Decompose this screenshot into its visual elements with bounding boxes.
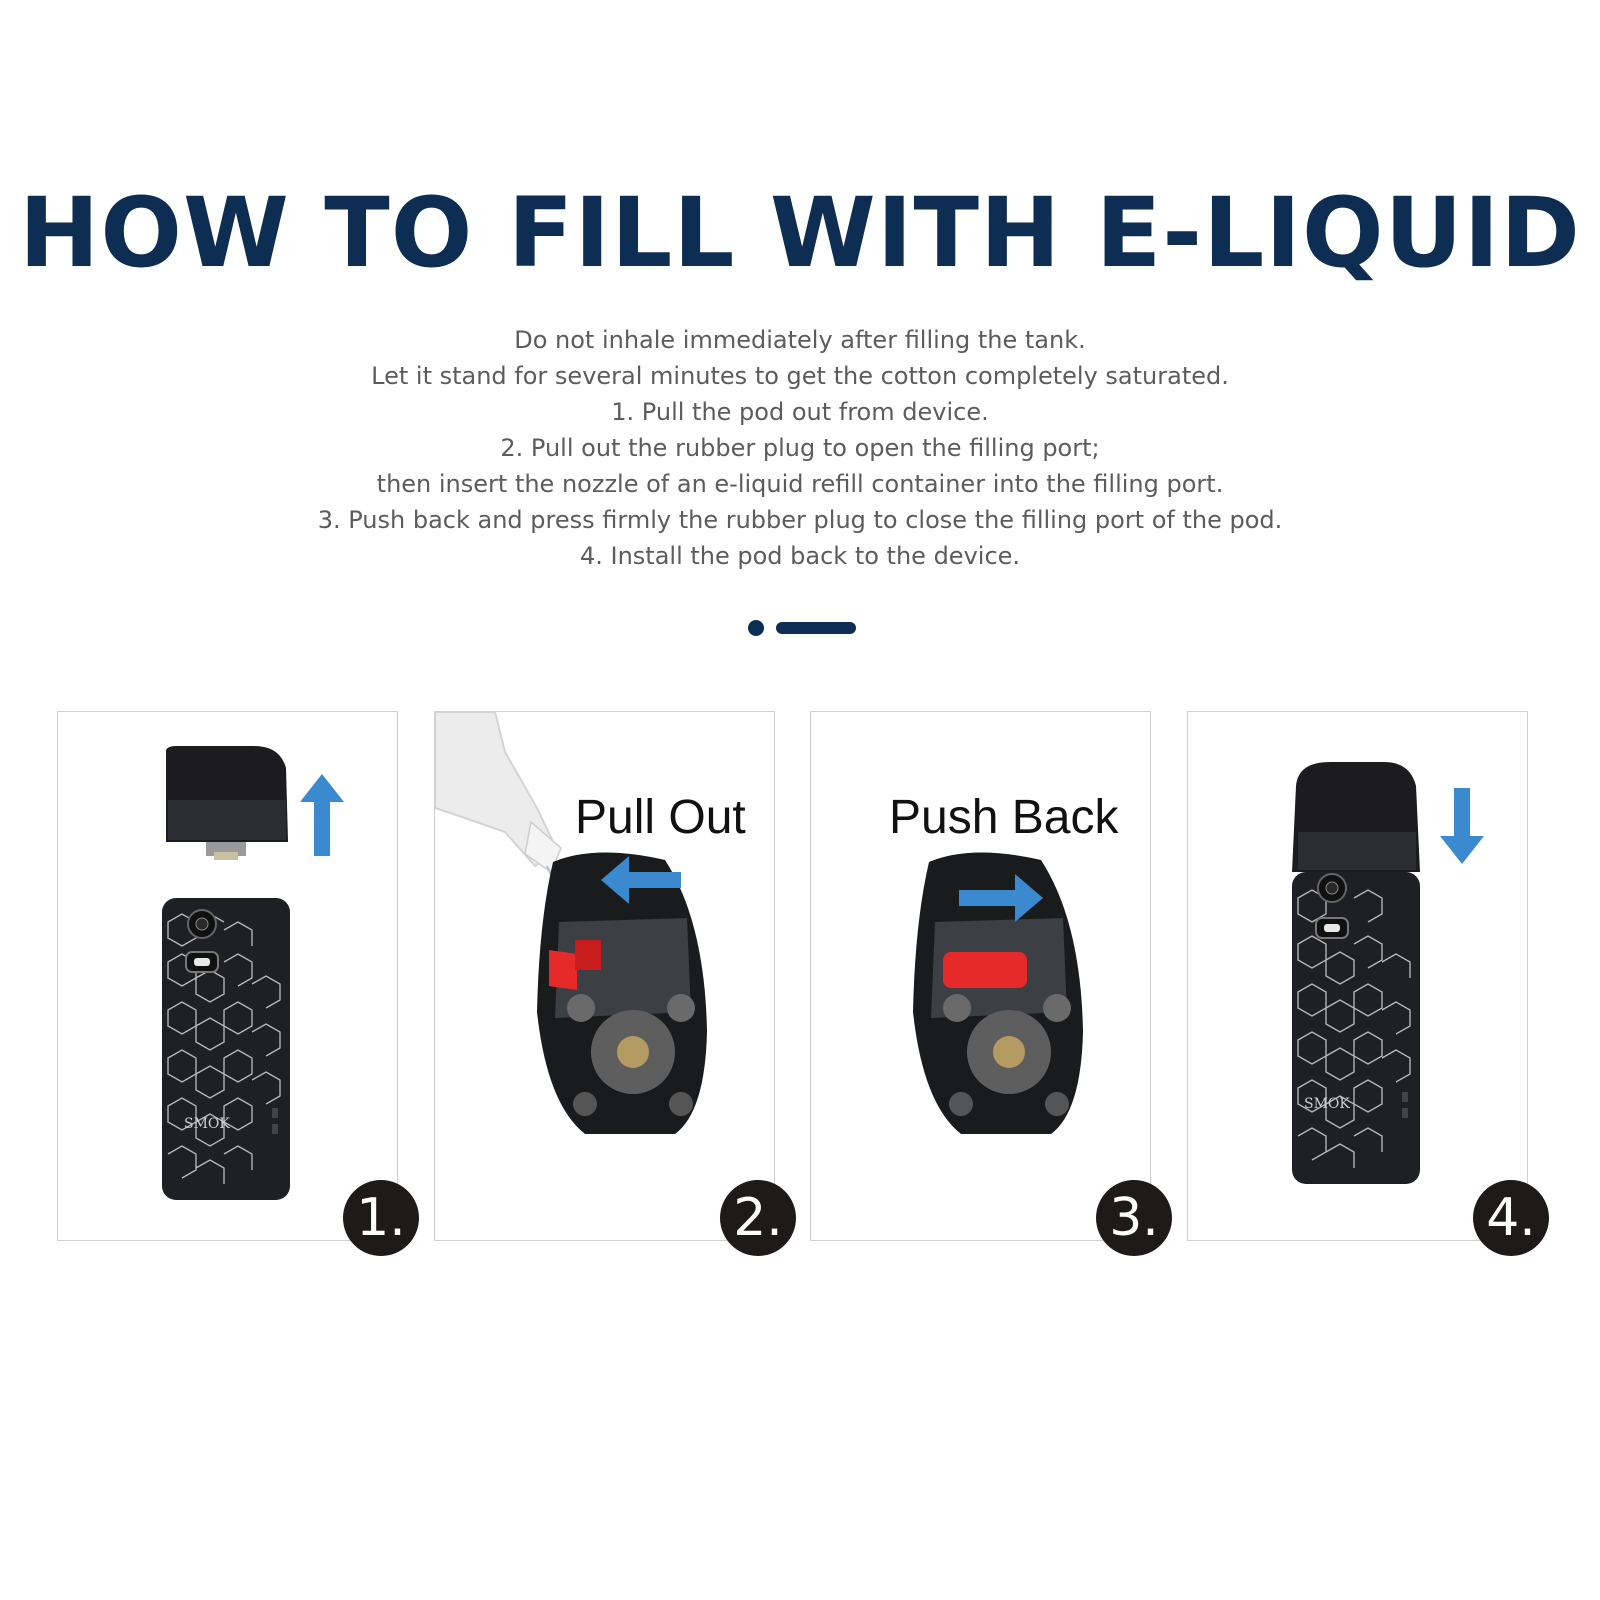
- instructions-text: Do not inhale immediately after filling …: [100, 322, 1500, 574]
- pod-push-back-plug-icon: [913, 852, 1083, 1134]
- step-2-badge: 2.: [720, 1180, 796, 1256]
- step-3-badge: 3.: [1096, 1180, 1172, 1256]
- instruction-line: 2. Pull out the rubber plug to open the …: [500, 434, 1100, 462]
- step-3-panel: Push Back: [810, 711, 1151, 1241]
- section-divider: [0, 620, 1600, 636]
- step-2-panel: Pull Out: [434, 711, 775, 1241]
- instruction-line: Do not inhale immediately after filling …: [514, 326, 1086, 354]
- instruction-line: 4. Install the pod back to the device.: [579, 542, 1021, 570]
- pull-out-label: Pull Out: [575, 791, 746, 844]
- pod-install-device-icon: SMOK: [1292, 762, 1484, 1184]
- push-back-label: Push Back: [889, 791, 1119, 844]
- pod-removal-device-icon: SMOK: [162, 746, 344, 1200]
- instruction-line: 3. Push back and press firmly the rubber…: [317, 506, 1283, 534]
- pod-pull-out-plug-icon: [435, 712, 707, 1134]
- instruction-line: then insert the nozzle of an e-liquid re…: [376, 470, 1224, 498]
- page-title: HOW TO FILL WITH E-LIQUID: [19, 177, 1581, 289]
- smok-logo: SMOK: [184, 1116, 230, 1132]
- instruction-line: 1. Pull the pod out from device.: [611, 398, 989, 426]
- divider-bar: [776, 622, 856, 634]
- step-4-badge: 4.: [1473, 1180, 1549, 1256]
- divider-dot: [748, 620, 764, 636]
- step-4-panel: SMOK: [1187, 711, 1528, 1241]
- step-1-badge: 1.: [343, 1180, 419, 1256]
- step-1-panel: SMOK: [57, 711, 398, 1241]
- instruction-line: Let it stand for several minutes to get …: [371, 362, 1229, 390]
- smok-logo: SMOK: [1304, 1096, 1350, 1112]
